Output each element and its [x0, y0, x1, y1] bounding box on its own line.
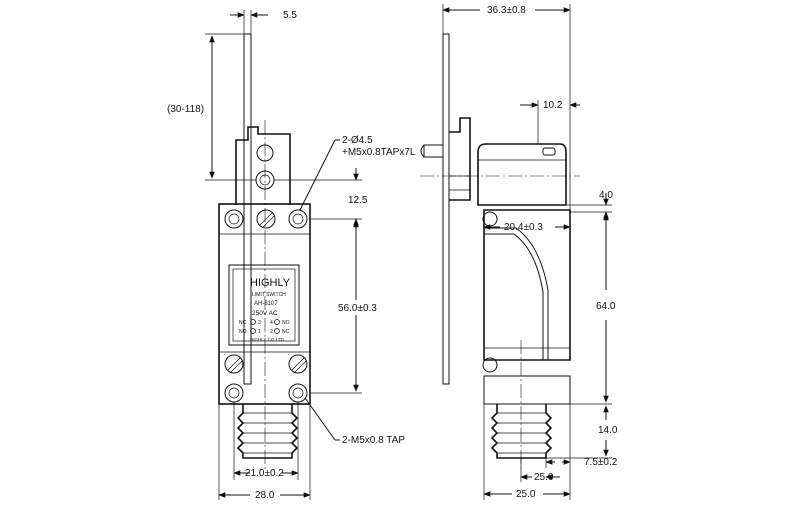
nameplate-row2-left: NO	[239, 329, 247, 335]
callout-tap7-text: +M5x0.8TAPx7L	[342, 147, 416, 158]
dim-head-offset-text: 10.2	[543, 100, 563, 111]
dim-step-text: 4.0	[599, 190, 613, 201]
nameplate-row1-left: NC	[239, 320, 247, 326]
dim-body-height: 64.0	[570, 213, 616, 405]
lever-flat	[420, 33, 450, 385]
dim-hole-pitch-h: 21.0±0.2	[233, 402, 299, 480]
front-view: HIGHLY LIMIT SWITCH AH-8107 250V AC NC 3…	[167, 10, 416, 501]
dim-overall-depth-text: 36.3±0.8	[487, 5, 526, 16]
dim-lever-range-text: (30-118)	[167, 104, 204, 115]
callout-holes-text: 2-Ø4.5	[342, 135, 373, 146]
dim-lever-range: (30-118)	[167, 33, 256, 181]
nameplate-row2-b: 2	[270, 329, 273, 335]
dim-body-height-text: 64.0	[596, 301, 616, 312]
dim-base-width-text: 25.0	[516, 489, 536, 500]
nameplate-row1-b: 4	[270, 320, 273, 326]
dim-boot-width-text: 25.0	[534, 472, 554, 483]
callout-tap: 2-M5x0.8 TAP	[304, 397, 405, 446]
dim-body-width: 28.0	[218, 404, 311, 501]
lever-rod	[243, 33, 252, 385]
dim-head-offset: 10.2	[520, 100, 580, 144]
dim-hole-pitch-h-text: 21.0±0.2	[245, 468, 284, 479]
side-body	[482, 209, 571, 405]
dim-body-width-text: 28.0	[255, 490, 275, 501]
callout-holes: 2-Ø4.5 +M5x0.8TAPx7L	[299, 135, 416, 211]
dim-top-offset-text: 12.5	[348, 195, 368, 206]
dim-boot-height-text: 14.0	[598, 425, 618, 436]
cable-boot	[236, 404, 299, 459]
dim-head-to-body: 20.4±0.3	[483, 222, 571, 233]
nameplate-row1-a: 3	[258, 320, 261, 326]
actuator-hub	[449, 117, 471, 201]
dim-base-width: 25.0	[483, 404, 571, 500]
side-boot	[490, 404, 553, 459]
nameplate-model: AH-8107	[254, 301, 278, 307]
dim-boot-width: 25.0	[520, 458, 560, 483]
nameplate: HIGHLY LIMIT SWITCH AH-8107 250V AC NC 3…	[228, 264, 300, 346]
dim-boot-offset-text: 7.5±0.2	[584, 457, 618, 468]
dim-lever-width: 5.5	[230, 10, 297, 34]
dim-boot-height: 14.0	[546, 405, 618, 459]
nameplate-maker: HIGHLY CO LTD	[250, 337, 285, 342]
nameplate-type: LIMIT SWITCH	[252, 292, 286, 298]
dim-hole-pitch-v: 56.0±0.3	[310, 220, 377, 394]
side-head	[477, 143, 567, 206]
callout-tap-text: 2-M5x0.8 TAP	[342, 435, 405, 446]
nameplate-row1-right: NO	[282, 320, 290, 326]
nameplate-row2-a: 1	[258, 329, 261, 335]
nameplate-row2-right: NC	[282, 329, 290, 335]
nameplate-brand: HIGHLY	[250, 277, 291, 289]
dim-top-offset: 12.5	[274, 168, 368, 232]
dim-lever-width-text: 5.5	[283, 10, 297, 21]
dim-head-to-body-text: 20.4±0.3	[504, 222, 543, 233]
dim-boot-offset: 7.5±0.2	[545, 404, 618, 468]
switch-body	[218, 203, 311, 405]
side-view: 36.3±0.8 10.2 4.0 20.4±0.3 6	[420, 4, 618, 500]
dim-hole-pitch-v-text: 56.0±0.3	[338, 303, 377, 314]
